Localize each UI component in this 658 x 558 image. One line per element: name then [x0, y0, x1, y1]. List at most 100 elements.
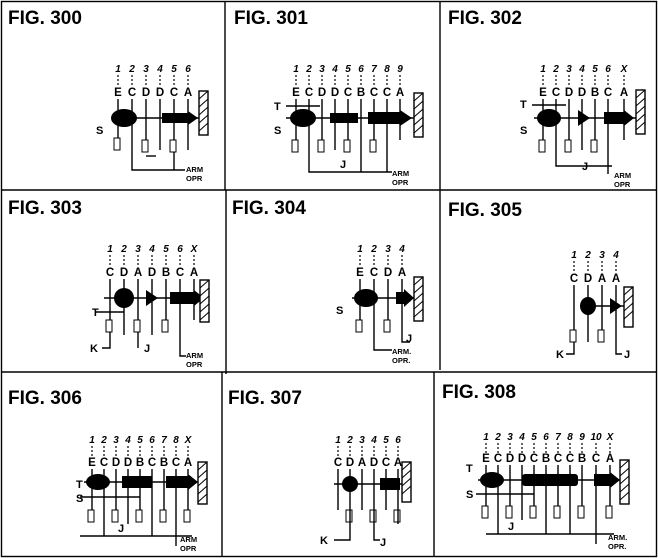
panel-fig-306: FIG. 306 1 2 3 4 5 6 7 8 X E C D D B C B…: [8, 388, 208, 553]
position-number: 6: [149, 435, 155, 446]
label-t: T: [92, 307, 99, 319]
position-number: 3: [143, 64, 149, 75]
position-number: 2: [120, 244, 127, 255]
spring-letter: A: [190, 267, 198, 279]
label-s: S: [274, 125, 281, 137]
position-number: 2: [305, 64, 312, 75]
arm-label: ARM: [614, 171, 631, 180]
spring-letter: C: [530, 453, 538, 465]
spring-letter: D: [142, 87, 150, 99]
position-number: 1: [89, 435, 95, 446]
position-number: 2: [552, 64, 559, 75]
position-number: 6: [358, 64, 364, 75]
opr-label: OPR.: [608, 542, 626, 551]
spring-letter: D: [565, 87, 573, 99]
figure-title: FIG. 304: [232, 198, 306, 219]
position-number: 8: [173, 435, 179, 446]
letter-row: C D A D C A: [334, 457, 402, 469]
position-number: 4: [148, 244, 155, 255]
position-number: 3: [359, 435, 365, 446]
position-number: 3: [135, 244, 141, 255]
position-number: 9: [397, 64, 403, 75]
position-number: 2: [100, 435, 107, 446]
position-number: 4: [612, 250, 619, 261]
spring-letter: E: [292, 87, 300, 99]
panel-fig-302: FIG. 302 1 2 3 4 5 6 X E C D D B C A: [448, 8, 646, 189]
arm-label: ARM: [186, 351, 203, 360]
spring-letter: D: [156, 87, 164, 99]
spring-letter: B: [162, 267, 170, 279]
spring-drawing: [476, 443, 630, 544]
spring-letter: A: [394, 457, 402, 469]
position-number: 2: [346, 435, 353, 446]
spring-letter: A: [358, 457, 366, 469]
spring-drawing: [96, 255, 210, 357]
position-number: 1: [335, 435, 341, 446]
label-j: J: [406, 333, 412, 345]
position-number: 7: [555, 432, 561, 443]
spring-letter: A: [398, 267, 406, 279]
letter-row: E C D A: [356, 267, 406, 279]
label-s: S: [76, 493, 83, 505]
spring-letter: B: [542, 453, 550, 465]
arm-label: ARM.: [608, 533, 627, 542]
position-number: 1: [107, 244, 113, 255]
position-number: 6: [185, 64, 191, 75]
spring-letter: A: [612, 273, 620, 285]
spring-letter: A: [184, 87, 192, 99]
position-number: 9: [579, 432, 585, 443]
position-number: 5: [137, 435, 143, 446]
number-row: 1 2 3 4: [357, 244, 405, 255]
spring-letter: C: [554, 453, 562, 465]
position-number: 2: [584, 250, 591, 261]
number-row: 1 2 3 4 5 6 7 8 9 10 X: [483, 432, 614, 443]
position-number: 4: [370, 435, 377, 446]
number-row: 1 2 3 4 5 6: [115, 64, 191, 75]
position-number: 1: [571, 250, 577, 261]
spring-letter: A: [598, 273, 606, 285]
position-number: 5: [592, 64, 598, 75]
spring-letter: C: [370, 87, 378, 99]
spring-letter: D: [331, 87, 339, 99]
position-number: 4: [578, 64, 585, 75]
label-j: J: [624, 349, 630, 361]
letter-row: C D A D B C A: [106, 267, 198, 279]
spring-letter: C: [344, 87, 352, 99]
spring-letter: D: [346, 457, 354, 469]
position-number: 3: [319, 64, 325, 75]
spring-letter: C: [592, 453, 600, 465]
figure-title: FIG. 306: [8, 388, 82, 409]
panel-fig-307: FIG. 307 1 2 3 4 5 6 C D A D C A: [228, 388, 412, 549]
panel-fig-300: FIG. 300 1 2 3 4 5 6 E C D D C A: [8, 8, 209, 183]
spring-letter: E: [482, 453, 490, 465]
spring-drawing: [286, 75, 424, 173]
position-number: 4: [156, 64, 163, 75]
arm-label: ARM: [186, 165, 203, 174]
spring-drawing: [334, 446, 412, 541]
spring-letter: A: [620, 87, 628, 99]
position-number: 1: [483, 432, 489, 443]
spring-letter: D: [384, 267, 392, 279]
number-row: 1 2 3 4 5 6 X: [107, 244, 198, 255]
spring-letter: D: [584, 273, 592, 285]
panel-fig-303: FIG. 303 1 2 3 4 5 6 X C D A D B C A: [8, 198, 210, 369]
position-number: 7: [371, 64, 377, 75]
position-number: 7: [161, 435, 167, 446]
spring-letter: D: [120, 267, 128, 279]
position-number: 6: [395, 435, 401, 446]
spring-letter: E: [356, 267, 364, 279]
spring-drawing: [352, 255, 424, 351]
panel-fig-308: FIG. 308 1 2 3 4 5 6 7 8 9 10 X E C D D …: [442, 382, 630, 551]
opr-label: OPR: [614, 180, 631, 189]
spring-letter: D: [124, 457, 132, 469]
spring-letter: C: [128, 87, 136, 99]
label-s: S: [96, 125, 103, 137]
position-number: 1: [357, 244, 363, 255]
label-j: J: [582, 161, 588, 173]
letter-row: E C D D C A: [114, 87, 192, 99]
figure-title: FIG. 300: [8, 8, 82, 29]
figure-title: FIG. 308: [442, 382, 516, 403]
label-j: J: [380, 537, 386, 549]
position-number: 1: [293, 64, 299, 75]
